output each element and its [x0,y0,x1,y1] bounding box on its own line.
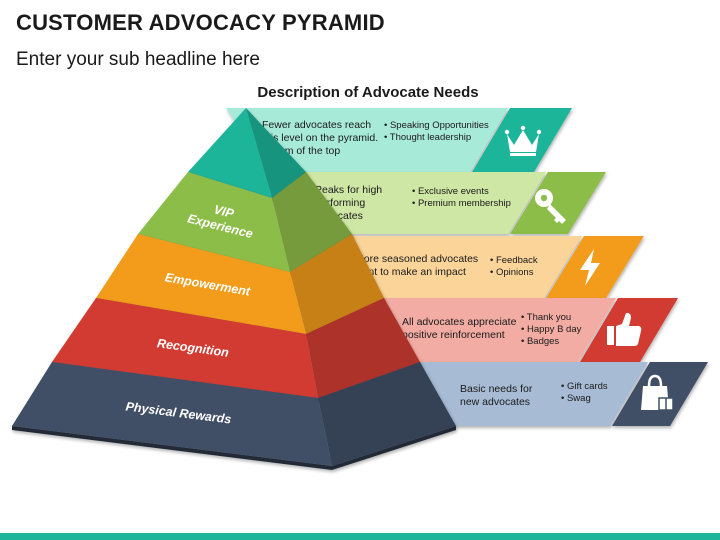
page-title: CUSTOMER ADVOCACY PYRAMID [16,10,385,35]
tier-left-face [138,172,290,272]
band-description-line: new advocates [460,396,530,408]
band-bullet-item: • Happy B day [521,324,582,335]
band-background [350,298,616,362]
band-description-line: Basic needs for [460,383,533,395]
band-bullet-item: • Thought leadership [384,132,471,143]
thumbs-up-icon [607,312,642,346]
shopping-bag-icon [641,374,674,411]
tier-right-face [246,108,306,198]
tier-right-face [318,362,456,466]
band-background [226,108,508,172]
band-bullet-item: • Premium membership [412,198,511,209]
band-bullet-item: • Exclusive events [412,186,489,197]
band-description-line: positive reinforcement [402,329,505,341]
crown-icon [504,125,542,156]
band-description-line: Peaks for high [315,184,382,196]
band-icon-panel [510,172,606,234]
tier-left-face [12,362,332,466]
band-bullet-item: • Feedback [490,255,538,266]
tier-right-face [306,298,420,398]
diagram-heading: Description of Advocate Needs [257,84,478,101]
pyramid-tier [52,298,420,402]
band-description-line: want to make an impact [354,266,466,278]
band-bullet-item: • Opinions [490,267,534,278]
band-bullet-item: • Speaking Opportunities [384,120,489,131]
tier-label: VIP [212,202,236,221]
pyramid-tier [138,172,352,276]
band-description-line: All advocates appreciate [402,316,517,328]
page-subtitle: Enter your sub headline here [16,49,260,70]
pyramid-tier [188,108,306,202]
tier-right-face [290,234,384,334]
tier-left-face [188,108,272,198]
pyramid-tier [96,234,384,338]
band-background [410,362,648,426]
band-bullet-item: • Swag [561,393,591,404]
key-icon [535,189,566,224]
lightning-icon [580,249,600,286]
band-description-line: More seasoned advocates [355,253,478,265]
footer-accent-bar [0,533,720,540]
pyramid-tier [12,362,456,470]
band-description-line: this level on the pyramid. [262,132,378,144]
tier-left-face [96,234,306,334]
tier-left-face [52,298,318,398]
band-bullet-item: • Gift cards [561,381,608,392]
band-bullet-item: • Badges [521,336,559,347]
band-description-line: Fewer advocates reach [262,119,371,131]
band-bullet-item: • Thank you [521,312,571,323]
tier-right-face [272,172,352,272]
